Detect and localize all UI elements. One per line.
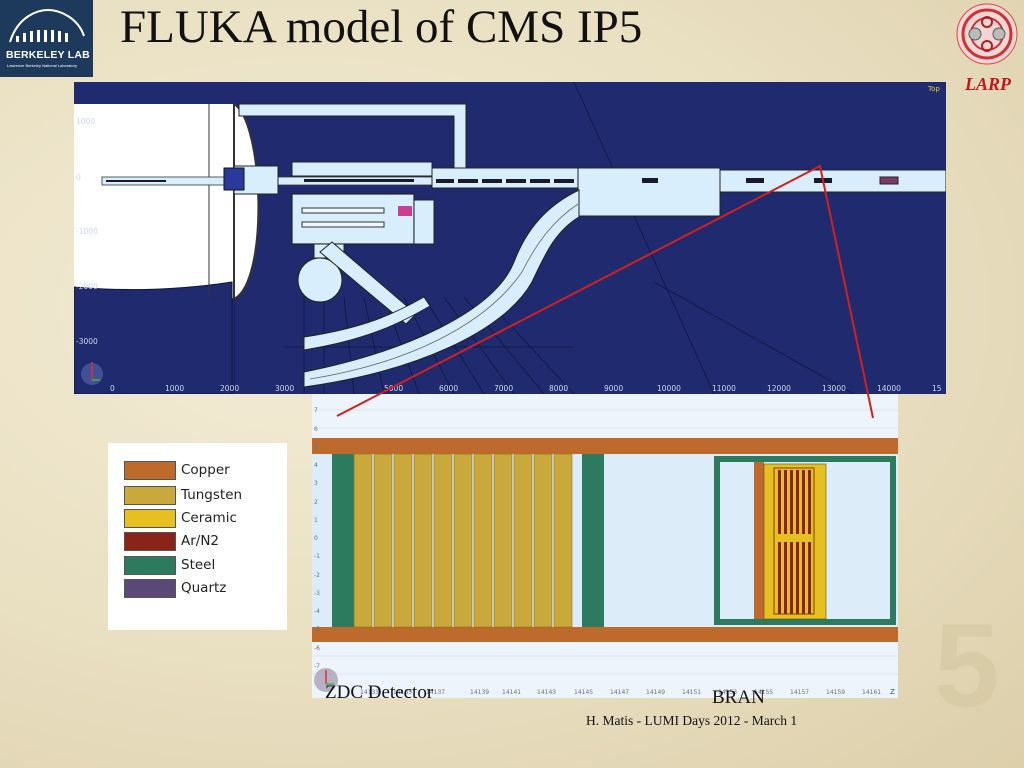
- zdc-x-tick: 14135: [393, 689, 412, 696]
- legend-label: Copper: [181, 462, 230, 478]
- legend-swatch: [124, 532, 176, 551]
- fluka-geometry-top-view: 1000 0 -1000 -2000 -3000 0 1000 2000 300…: [74, 82, 946, 394]
- legend-label: Steel: [181, 557, 216, 573]
- legend-swatch: [124, 509, 176, 528]
- fluka-y-tick: 0: [76, 173, 81, 182]
- zdc-x-tick: 14141: [502, 689, 521, 696]
- zdc-y-tick: -6: [314, 645, 320, 652]
- zdc-y-tick: 5: [314, 444, 318, 451]
- fluka-x-tick: 15: [932, 384, 942, 393]
- zdc-y-tick: -7: [314, 663, 320, 670]
- berkeley-lab-name: BERKELEY LAB: [6, 49, 90, 61]
- zdc-y-tick: 6: [314, 426, 318, 433]
- legend-label: Quartz: [181, 580, 227, 596]
- zdc-y-tick: -2: [314, 572, 320, 579]
- zdc-x-tick: 14145: [574, 689, 593, 696]
- legend-label: Ar/N2: [181, 533, 220, 549]
- zdc-x-tick: 14137: [426, 689, 445, 696]
- fluka-x-tick: 1000: [165, 384, 184, 393]
- fluka-y-tick: -3000: [76, 337, 98, 346]
- fluka-x-tick: 9000: [604, 384, 623, 393]
- zdc-y-tick: 1: [314, 517, 318, 524]
- fluka-x-tick: 14000: [877, 384, 901, 393]
- zdc-x-tick: 14143: [537, 689, 556, 696]
- zdc-x-tick: 14149: [646, 689, 665, 696]
- fluka-x-tick: 0: [110, 384, 115, 393]
- berkeley-hills-icon: [9, 8, 85, 43]
- legend-swatch: [124, 461, 176, 480]
- fluka-y-tick: -2000: [76, 282, 98, 291]
- legend-swatch: [124, 579, 176, 598]
- fluka-x-tick: 5000: [384, 384, 403, 393]
- fluka-y-tick: -1000: [76, 227, 98, 236]
- zdc-detail-view: 7 6 5 4 3 2 1 0 -1 -2 -3 -4 -5 -6 -7 141…: [312, 394, 898, 698]
- fluka-x-tick: 8000: [549, 384, 568, 393]
- axes-gizmo-icon: [81, 362, 103, 385]
- zdc-y-tick: 7: [314, 407, 318, 414]
- zdc-y-tick: 0: [314, 535, 318, 542]
- zdc-x-tick: 14161: [862, 689, 881, 696]
- zdc-caption: ZDC Detector: [325, 682, 434, 703]
- fluka-x-tick: 3000: [275, 384, 294, 393]
- zdc-y-tick: 4: [314, 462, 318, 469]
- fluka-x-tick: 7000: [494, 384, 513, 393]
- zdc-y-tick: 2: [314, 499, 318, 506]
- larp-logo-icon: [956, 3, 1018, 65]
- zdc-axis-label: Z: [890, 688, 895, 696]
- zdc-x-tick: 14139: [470, 689, 489, 696]
- bran-caption: BRAN: [712, 687, 765, 708]
- slide-number: 5: [934, 600, 1000, 732]
- fluka-x-tick: 6000: [439, 384, 458, 393]
- zdc-x-tick: 14147: [610, 689, 629, 696]
- axes-gizmo-icon: [314, 668, 338, 692]
- zdc-x-tick: 14155: [754, 689, 773, 696]
- zdc-x-tick: 14159: [826, 689, 845, 696]
- slide-footer: H. Matis - LUMI Days 2012 - March 1: [586, 713, 798, 728]
- larp-logo-text: LARP: [964, 74, 1011, 94]
- legend-swatch: [124, 486, 176, 505]
- fluka-x-tick: 12000: [767, 384, 791, 393]
- fluka-x-tick: 10000: [657, 384, 681, 393]
- zdc-x-tick: 14151: [682, 689, 701, 696]
- fluka-view-label: Top: [927, 85, 940, 93]
- legend-swatch: [124, 556, 176, 575]
- zdc-x-tick: 14153: [718, 689, 737, 696]
- berkeley-lab-logo: BERKELEY LAB Lawrence Berkeley National …: [0, 0, 93, 77]
- zdc-x-tick: 14133: [360, 689, 379, 696]
- fluka-x-tick: 13000: [822, 384, 846, 393]
- fluka-x-tick: 11000: [712, 384, 736, 393]
- fluka-y-tick: 1000: [76, 117, 95, 126]
- zdc-x-tick: 14157: [790, 689, 809, 696]
- zdc-y-tick: -3: [314, 590, 320, 597]
- zdc-y-tick: -5: [314, 626, 320, 633]
- zdc-y-tick: -4: [314, 608, 320, 615]
- zdc-y-tick: 3: [314, 480, 318, 487]
- zdc-y-tick: -1: [314, 553, 320, 560]
- legend-label: Ceramic: [181, 510, 237, 526]
- legend-label: Tungsten: [181, 487, 243, 503]
- material-legend: Copper Tungsten Ceramic Ar/N2 Steel Quar…: [108, 443, 287, 630]
- berkeley-lab-subtitle: Lawrence Berkeley National Laboratory: [7, 63, 78, 68]
- fluka-x-tick: 2000: [220, 384, 239, 393]
- slide-title: FLUKA model of CMS IP5: [120, 1, 643, 53]
